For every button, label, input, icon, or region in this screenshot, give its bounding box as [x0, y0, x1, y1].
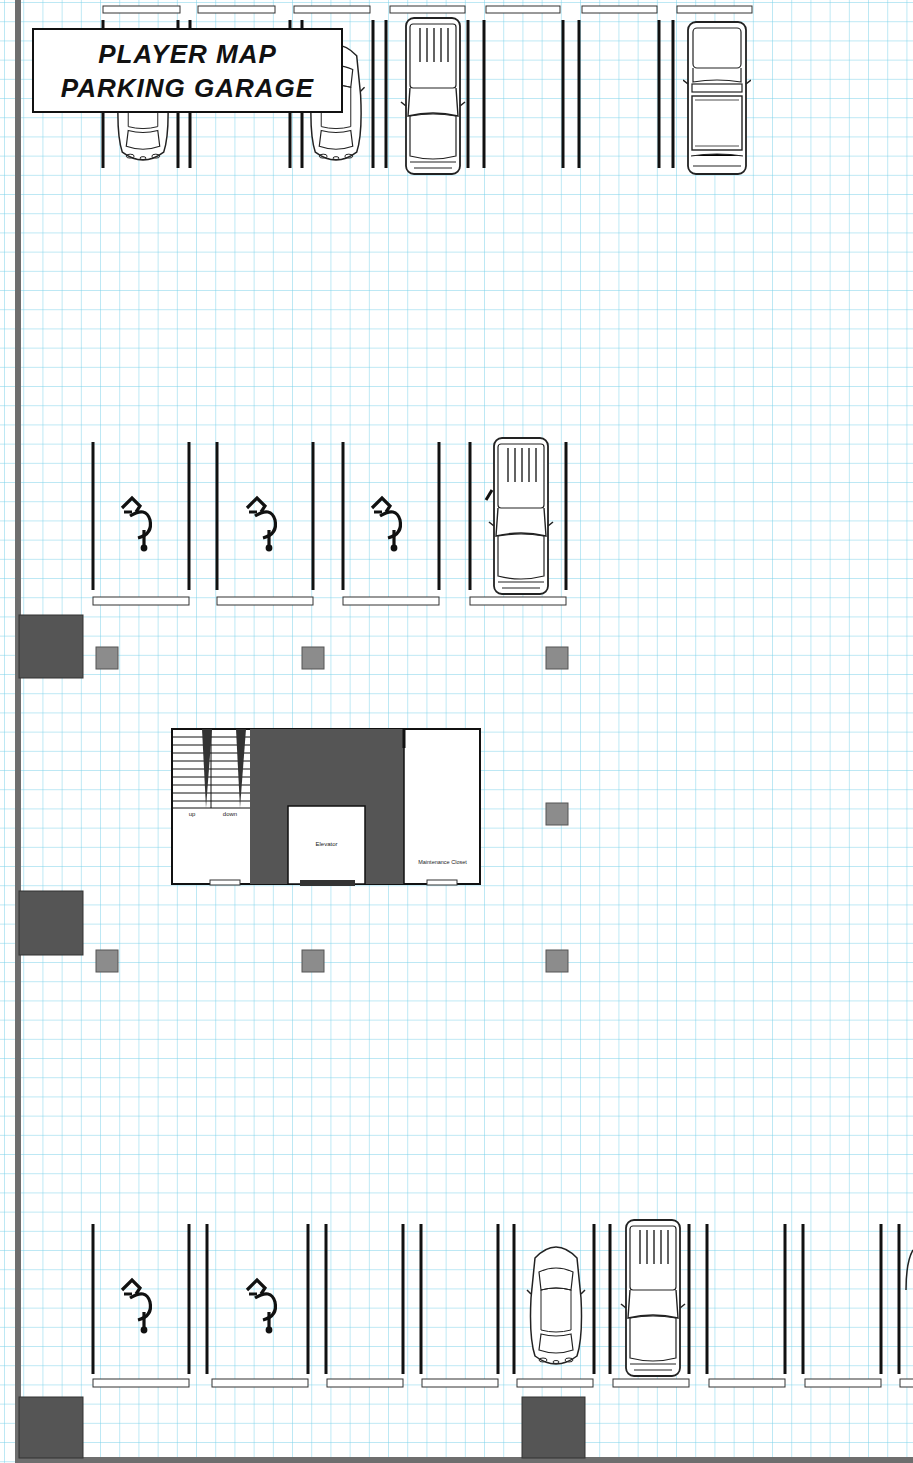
map-title: PLAYER MAP PARKING GARAGE: [34, 37, 341, 105]
stairwell: up down: [172, 808, 250, 830]
room-label: down: [223, 811, 237, 818]
room-label: up: [189, 811, 196, 818]
room-label: Maintenance Closet: [415, 859, 471, 865]
room-label: Elevator: [315, 841, 337, 848]
elevator: Elevator: [289, 807, 364, 879]
maintenance-closet: Maintenance Closet: [405, 840, 480, 878]
title-box: PLAYER MAP PARKING GARAGE: [32, 28, 343, 113]
